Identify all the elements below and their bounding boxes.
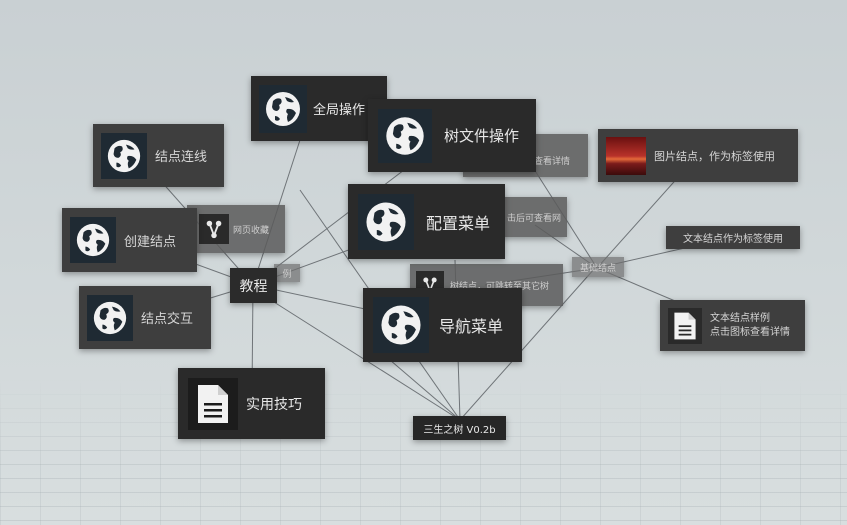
global-ops-label: 全局操作: [313, 103, 366, 118]
text-tag-node[interactable]: 文本结点作为标签使用: [666, 226, 800, 249]
tree-file-ops-node[interactable]: 树文件操作: [368, 99, 536, 172]
tree-file-ops-label: 树文件操作: [444, 127, 520, 145]
globe-icon: [87, 294, 133, 341]
image-thumbnail: [606, 136, 646, 175]
tutorial-tag-label: 例: [282, 269, 292, 280]
basic-nodes-node[interactable]: 基础结点: [572, 257, 624, 277]
image-node-label: 图片结点，作为标签使用: [654, 149, 775, 163]
text-sample-line2: 点击图标查看详情: [710, 326, 790, 338]
grid-floor: [0, 380, 847, 525]
text-sample-node[interactable]: 文本结点样例 点击图标查看详情: [660, 300, 805, 351]
tutorial-node[interactable]: 教程: [230, 268, 277, 303]
edge: [389, 359, 461, 421]
tips-node[interactable]: 实用技巧: [178, 368, 325, 439]
node-interact-node[interactable]: 结点交互: [79, 286, 211, 349]
create-node-label: 创建结点: [124, 234, 177, 250]
hidden-click-label: 击后可查看网: [507, 213, 562, 224]
root-label: 三生之树 V0.2b: [423, 424, 496, 436]
globe-icon: [378, 108, 432, 163]
hidden-click-node[interactable]: 击后可查看网: [495, 197, 567, 237]
link-icon: [199, 214, 229, 244]
config-menu-label: 配置菜单: [426, 213, 491, 233]
node-interact-label: 结点交互: [141, 312, 194, 327]
edge: [459, 267, 596, 421]
config-menu-node[interactable]: 配置菜单: [348, 184, 505, 259]
basic-nodes-label: 基础结点: [579, 263, 616, 274]
create-node-node[interactable]: 创建结点: [62, 208, 197, 272]
globe-icon: [101, 132, 147, 179]
web-collect-node[interactable]: 网页收藏: [187, 205, 285, 253]
nav-menu-node[interactable]: 导航菜单: [363, 288, 522, 362]
node-connect-label: 结点连线: [155, 150, 208, 165]
document-icon: [188, 377, 238, 430]
hidden-jump-label: 树结点，可跳转至其它树: [450, 281, 550, 292]
nav-menu-label: 导航菜单: [439, 317, 504, 336]
node-connect-node[interactable]: 结点连线: [93, 124, 224, 187]
text-tag-label: 文本结点作为标签使用: [683, 234, 783, 245]
edge: [254, 289, 461, 421]
text-sample-line1: 文本结点样例: [710, 313, 770, 324]
tutorial-tag-node[interactable]: 例: [274, 264, 300, 282]
tutorial-label: 教程: [239, 278, 268, 295]
web-collect-label: 网页收藏: [233, 225, 270, 236]
document-icon: [668, 307, 702, 344]
globe-icon: [259, 84, 307, 133]
image-node[interactable]: 图片结点，作为标签使用: [598, 129, 798, 182]
tips-label: 实用技巧: [246, 396, 302, 413]
global-ops-node[interactable]: 全局操作: [251, 76, 387, 141]
globe-icon: [358, 193, 414, 250]
globe-icon: [373, 297, 429, 353]
hidden-detail-line2: 标查看详情: [525, 156, 571, 167]
root-node[interactable]: 三生之树 V0.2b: [413, 416, 506, 440]
globe-icon: [70, 217, 116, 263]
